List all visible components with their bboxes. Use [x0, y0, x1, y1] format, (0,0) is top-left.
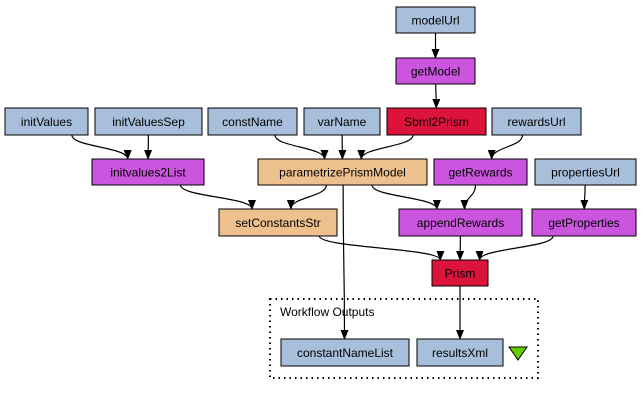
- node-Prism[interactable]: Prism: [431, 259, 489, 287]
- workflow-outputs-group: Workflow Outputs: [269, 298, 539, 379]
- edge-constName-to-parametrizePrismModel: [274, 134, 329, 160]
- node-label: constantNameList: [297, 346, 394, 360]
- node-appendRewards[interactable]: appendRewards: [398, 208, 523, 237]
- edge-rewardsUrl-to-getRewards: [487, 134, 524, 160]
- node-initvalues2List[interactable]: initvalues2List: [91, 158, 205, 186]
- node-label: Sbml2Prism: [404, 115, 469, 129]
- edge-propertiesUrl-to-getProperties: [580, 184, 589, 210]
- node-label: getProperties: [548, 216, 619, 230]
- node-Sbml2Prism[interactable]: Sbml2Prism: [386, 107, 487, 136]
- node-initValuesSep[interactable]: initValuesSep: [94, 107, 203, 136]
- node-label: initvalues2List: [110, 166, 186, 180]
- node-varName[interactable]: varName: [303, 107, 381, 136]
- edge-getRewards-to-appendRewards: [460, 184, 477, 210]
- node-label: varName: [318, 115, 367, 129]
- output-triangle-icon: [508, 346, 528, 361]
- node-modelUrl[interactable]: modelUrl: [395, 6, 476, 34]
- edge-getProperties-to-Prism: [475, 235, 554, 261]
- workflow-outputs-label: Workflow Outputs: [280, 305, 374, 319]
- edge-Sbml2Prism-to-parametrizePrismModel: [357, 134, 414, 160]
- node-label: rewardsUrl: [507, 115, 565, 129]
- node-label: Prism: [445, 267, 476, 281]
- node-parametrizePrismModel[interactable]: parametrizePrismModel: [257, 158, 428, 186]
- node-getRewards[interactable]: getRewards: [433, 158, 528, 186]
- edge-initValues-to-initvalues2List: [71, 134, 132, 160]
- node-rewardsUrl[interactable]: rewardsUrl: [491, 107, 582, 136]
- node-constantNameList[interactable]: constantNameList: [280, 338, 410, 367]
- edge-parametrizePrismModel-to-appendRewards: [371, 184, 441, 210]
- edge-setConstantsStr-to-Prism: [318, 235, 445, 261]
- node-label: parametrizePrismModel: [279, 166, 406, 180]
- node-resultsXml[interactable]: resultsXml: [416, 338, 504, 367]
- node-label: getModel: [411, 65, 460, 79]
- node-propertiesUrl[interactable]: propertiesUrl: [534, 158, 637, 186]
- edge-parametrizePrismModel-to-constantNameList: [340, 184, 349, 340]
- node-getProperties[interactable]: getProperties: [531, 208, 637, 237]
- edge-initvalues2List-to-setConstantsStr: [179, 184, 256, 210]
- node-label: appendRewards: [417, 216, 504, 230]
- node-label: initValuesSep: [112, 115, 185, 129]
- node-label: constName: [222, 115, 283, 129]
- node-getModel[interactable]: getModel: [395, 57, 476, 85]
- edge-getModel-to-Sbml2Prism: [432, 83, 441, 109]
- edge-parametrizePrismModel-to-setConstantsStr: [286, 184, 327, 210]
- node-label: resultsXml: [432, 346, 488, 360]
- node-setConstantsStr[interactable]: setConstantsStr: [218, 208, 338, 237]
- node-label: setConstantsStr: [235, 216, 320, 230]
- node-label: propertiesUrl: [551, 166, 620, 180]
- node-constName[interactable]: constName: [207, 107, 298, 136]
- node-initValues[interactable]: initValues: [4, 107, 89, 136]
- node-label: initValues: [21, 115, 72, 129]
- node-label: getRewards: [448, 166, 512, 180]
- node-label: modelUrl: [411, 14, 459, 28]
